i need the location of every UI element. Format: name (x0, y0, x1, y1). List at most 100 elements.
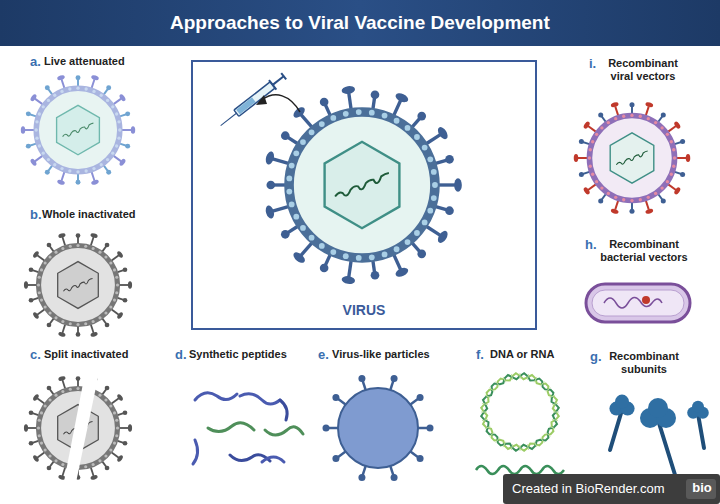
membrane-dot (35, 128, 38, 131)
membrane-dot (591, 140, 594, 143)
membrane-dot (309, 235, 315, 241)
spike (62, 380, 65, 388)
item-letter: g. (590, 350, 602, 365)
membrane-dot (115, 276, 118, 279)
spike-head (76, 180, 81, 185)
membrane-dot (589, 148, 592, 151)
membrane-dot (44, 404, 47, 407)
vlp-spike-head (391, 375, 398, 382)
spike (646, 106, 649, 115)
membrane-dot (53, 94, 56, 97)
genome-strand (63, 123, 94, 136)
membrane-dot (600, 126, 603, 129)
spike (92, 172, 95, 181)
syringe (217, 72, 287, 131)
membrane-dot (382, 113, 388, 119)
spike-head (47, 466, 52, 471)
base-pair (490, 433, 495, 437)
membrane-dot (40, 299, 43, 302)
membrane-dot (92, 463, 95, 466)
spike-head (91, 74, 100, 81)
membrane (289, 112, 435, 258)
vlp-shell (338, 388, 418, 468)
recombinant-viral-vector (574, 101, 690, 214)
membrane-dot (639, 115, 642, 118)
item-letter: d. (175, 348, 187, 363)
membrane-dot (44, 261, 47, 264)
spike-head (661, 199, 666, 204)
membrane-dot (639, 198, 642, 201)
membrane-dot (289, 202, 295, 208)
spike-head (45, 85, 50, 90)
item-label: Recombinant subunits (604, 350, 684, 375)
membrane-dot (61, 463, 64, 466)
spike-head (673, 186, 681, 195)
spike (439, 183, 455, 186)
membrane-dot (44, 448, 47, 451)
spike-head (105, 466, 110, 471)
spike-head (57, 74, 66, 81)
membrane-dot (614, 117, 617, 120)
membrane-dot (666, 180, 669, 183)
spike (62, 79, 65, 88)
base-pair (503, 442, 506, 447)
spike-head (680, 139, 685, 144)
genome-strand (63, 279, 92, 292)
membrane-dot (115, 291, 118, 294)
membrane-dot (35, 137, 38, 140)
membrane-dot (85, 169, 88, 172)
spike (677, 157, 687, 159)
base-pair (534, 377, 537, 382)
membrane-dot (100, 163, 103, 166)
vlp-spike-head (358, 375, 365, 382)
membrane-dot (343, 253, 349, 259)
logo-box (686, 479, 716, 499)
spike-head (579, 172, 584, 177)
spike-head (281, 131, 290, 140)
spike (28, 427, 37, 429)
membrane-dot (48, 255, 51, 258)
spike (615, 201, 618, 210)
spike-head (29, 267, 34, 272)
spike-head (264, 150, 275, 165)
item-letter: b. (30, 208, 42, 223)
vlp-spike-head (391, 474, 398, 481)
membrane-dot (69, 388, 72, 391)
spike-head (76, 233, 81, 238)
membrane-dot (104, 255, 107, 258)
spike (62, 237, 65, 245)
spike (273, 207, 289, 212)
membrane-dot (47, 99, 50, 102)
spike-head (106, 85, 111, 90)
spike (35, 99, 43, 104)
live-attenuated-virus (21, 74, 135, 185)
membrane-dot (85, 87, 88, 90)
membrane-dot (422, 145, 428, 151)
spike-head (32, 250, 40, 258)
spike (301, 115, 312, 127)
membrane-dot (431, 195, 437, 201)
subunit-stalk (658, 420, 676, 478)
capsid (610, 133, 654, 183)
membrane-dot (76, 170, 79, 173)
membrane-dot (42, 105, 45, 108)
spike-head (417, 112, 426, 121)
membrane-dot (104, 398, 107, 401)
membrane-dot (109, 261, 112, 264)
membrane-dot (84, 322, 87, 325)
membrane-dot (37, 426, 40, 429)
watermark-bar (503, 474, 720, 504)
subunit-head (615, 395, 629, 409)
membrane-dot (60, 90, 63, 93)
membrane-dot (92, 247, 95, 250)
virus-panel: VIRUS (191, 60, 537, 330)
membrane-dot (61, 247, 64, 250)
membrane-dot (38, 144, 41, 147)
spike (427, 227, 441, 236)
spike (28, 284, 37, 286)
spike-head (123, 410, 128, 415)
membrane-dot (300, 225, 306, 231)
membrane-dot (113, 268, 116, 271)
spike-head (686, 154, 690, 162)
spike-head (29, 158, 37, 167)
